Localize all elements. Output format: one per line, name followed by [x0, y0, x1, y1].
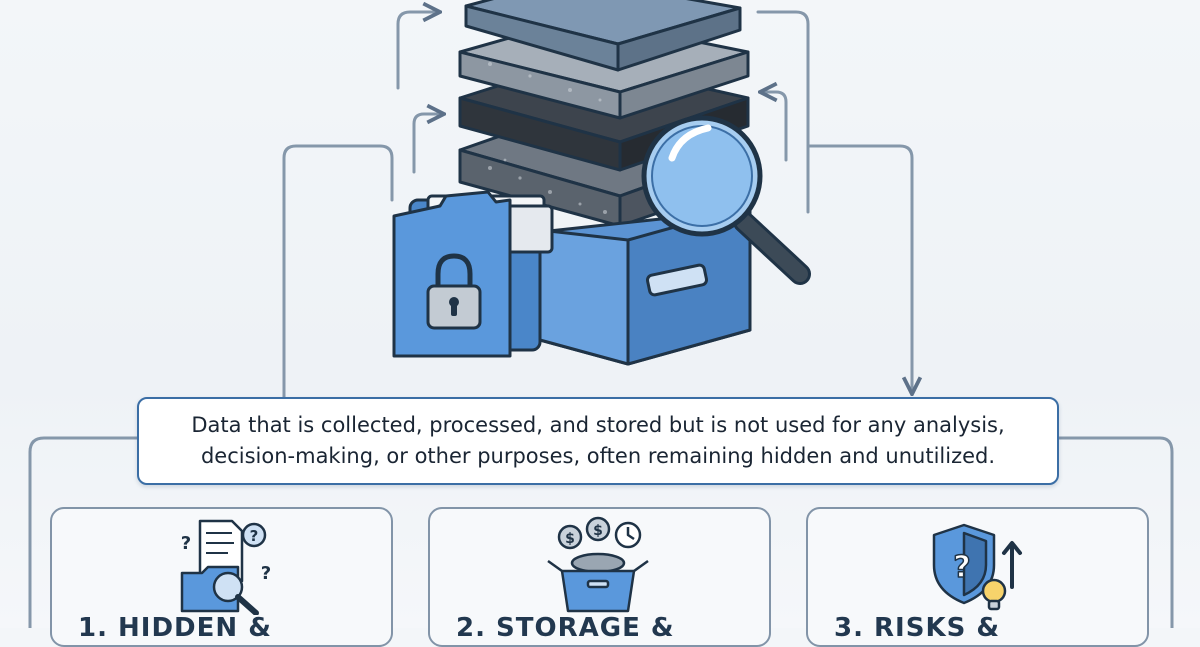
storage-costs-icon: $ $	[546, 516, 649, 613]
definition-text: Data that is collected, processed, and s…	[191, 413, 1005, 468]
card-title: 3. RISKS &	[834, 613, 1001, 643]
svg-text:?: ?	[953, 550, 970, 585]
data-archive-illustration	[392, 0, 811, 366]
connector-far-right	[1057, 436, 1174, 628]
arrow-mid-right	[762, 92, 788, 162]
svg-text:?: ?	[260, 563, 270, 584]
arrow-down-right	[806, 144, 912, 392]
connector-far-left	[28, 436, 139, 628]
connector-left-folder	[282, 144, 394, 399]
card-title: 2. STORAGE &	[456, 613, 675, 643]
card-storage: $ $ 2. STORAGE &	[428, 507, 771, 647]
card-hidden: ? ? ? 1. HIDDEN &	[50, 507, 393, 647]
svg-text:?: ?	[249, 527, 258, 545]
card-title: 1. HIDDEN &	[78, 613, 272, 643]
security-risk-icon: ?	[932, 523, 1022, 611]
hidden-files-icon: ? ? ?	[180, 519, 271, 615]
arrow-top-left	[396, 12, 438, 90]
magnifying-glass-icon	[641, 115, 811, 285]
archive-box-icon	[538, 198, 752, 366]
svg-text:$: $	[593, 523, 603, 539]
svg-text:$: $	[565, 531, 575, 547]
arrow-mid-left	[412, 114, 442, 174]
connector-lines	[28, 0, 1174, 628]
locked-folder-icon	[392, 190, 554, 358]
connector-top-right	[756, 10, 810, 214]
definition-box: Data that is collected, processed, and s…	[137, 397, 1059, 485]
card-risks: ? 3. RISKS &	[806, 507, 1149, 647]
svg-text:?: ?	[180, 533, 190, 554]
